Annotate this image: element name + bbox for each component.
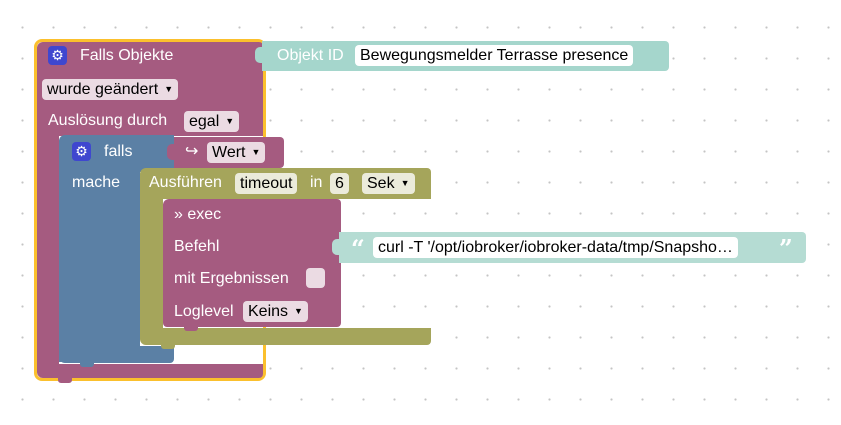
condition-dropdown[interactable]: wurde geändert ▼ [42, 79, 179, 100]
arrow-icon: ↪ [185, 143, 199, 160]
command-text-field[interactable]: curl -T '/opt/iobroker/iobroker-data/tmp… [373, 237, 738, 258]
if-label: falls [104, 143, 133, 160]
unit-value: Sek [367, 175, 395, 192]
execute-label: Ausführen [149, 174, 222, 191]
if-block-left-arm [59, 170, 140, 362]
settings-gear-icon[interactable]: ⚙ [72, 142, 91, 161]
trigger-dropdown[interactable]: egal ▼ [184, 111, 240, 132]
command-text-connector [332, 239, 341, 255]
exec-block-notch [184, 326, 198, 331]
object-id-field[interactable]: Bewegungsmelder Terrasse presence [355, 45, 634, 66]
value-block-connector [167, 144, 176, 160]
condition-value: wurde geändert [47, 81, 159, 98]
settings-gear-icon[interactable]: ⚙ [48, 46, 67, 65]
chevron-down-icon: ▼ [400, 178, 410, 189]
trigger-block-notch [58, 378, 72, 383]
value-dropdown[interactable]: Wert ▼ [207, 142, 266, 163]
object-id-connector [255, 47, 264, 63]
do-label: mache [72, 174, 121, 191]
if-block-notch [80, 362, 94, 367]
if-block-bottom [59, 346, 174, 363]
trigger-block-bottom [37, 364, 263, 378]
timeout-block-bottom [140, 328, 431, 345]
exec-title: » exec [174, 206, 222, 223]
chevron-down-icon: ▼ [164, 84, 174, 95]
timeout-name-field[interactable]: timeout [235, 173, 298, 194]
chevron-down-icon: ▼ [251, 147, 261, 158]
trigger-value: egal [189, 113, 220, 130]
quote-open-icon: “ [351, 234, 365, 263]
loglevel-label: Loglevel [174, 303, 234, 320]
with-results-checkbox[interactable] [306, 268, 325, 288]
chevron-down-icon: ▼ [225, 116, 235, 127]
delay-field[interactable]: 6 [330, 173, 349, 194]
loglevel-dropdown[interactable]: Keins ▼ [243, 301, 308, 322]
with-results-label: mit Ergebnissen [174, 270, 289, 287]
timeout-block-notch [161, 344, 175, 349]
trigger-block-left-arm [37, 134, 59, 366]
loglevel-value: Keins [248, 303, 289, 320]
value-value: Wert [212, 144, 246, 161]
trigger-by-label: Auslösung durch [48, 112, 168, 129]
in-label: in [310, 174, 323, 191]
quote-close-icon: ” [779, 234, 793, 263]
command-label: Befehl [174, 238, 220, 255]
trigger-title: Falls Objekte [80, 47, 174, 64]
chevron-down-icon: ▼ [294, 306, 303, 317]
unit-dropdown[interactable]: Sek ▼ [362, 173, 415, 194]
object-id-label: Objekt ID [277, 47, 344, 64]
timeout-block-left-arm [140, 197, 163, 331]
